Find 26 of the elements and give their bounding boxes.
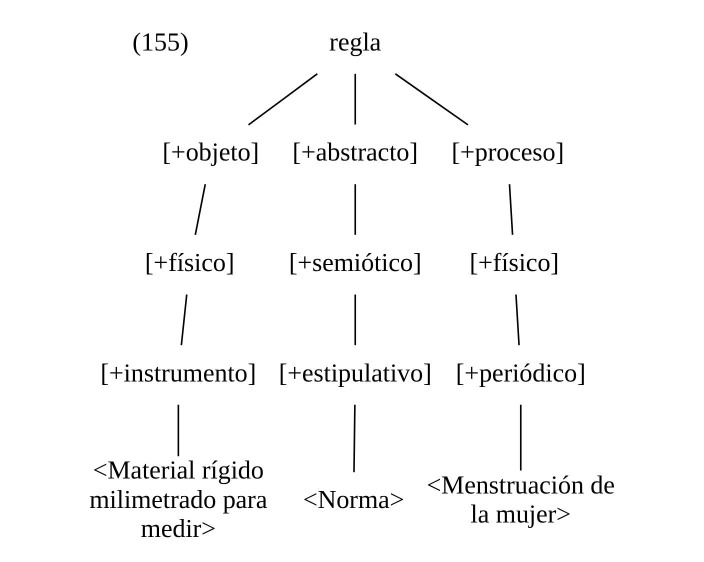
connector	[248, 73, 318, 126]
connector	[515, 294, 520, 346]
node-text: <Menstruación de la mujer>	[426, 470, 615, 528]
node-text: regla	[329, 27, 382, 56]
connector	[354, 184, 356, 235]
node-text: [+periódico]	[456, 358, 586, 388]
node-text: <Norma>	[302, 484, 404, 514]
label: (155)	[132, 27, 189, 56]
node-text: <Material rígido milimetrado para medir>	[89, 456, 268, 544]
node-text: [+abstracto]	[292, 138, 418, 167]
connector	[354, 74, 356, 124]
connector	[178, 404, 180, 456]
connector	[508, 184, 514, 235]
connector	[353, 404, 356, 472]
connector	[194, 184, 206, 235]
connector	[180, 294, 188, 346]
node-text: [+físico]	[144, 248, 235, 277]
node-text: [+instrumento]	[100, 358, 256, 388]
node-text: [+proceso]	[451, 138, 564, 167]
node-text: [+objeto]	[162, 138, 260, 167]
connector	[520, 404, 522, 470]
node-text: [+semiótico]	[288, 248, 422, 277]
connector	[394, 73, 468, 126]
connector	[354, 294, 356, 346]
node-text: [+estipulativo]	[278, 358, 432, 388]
node-text: [+físico]	[469, 248, 560, 277]
